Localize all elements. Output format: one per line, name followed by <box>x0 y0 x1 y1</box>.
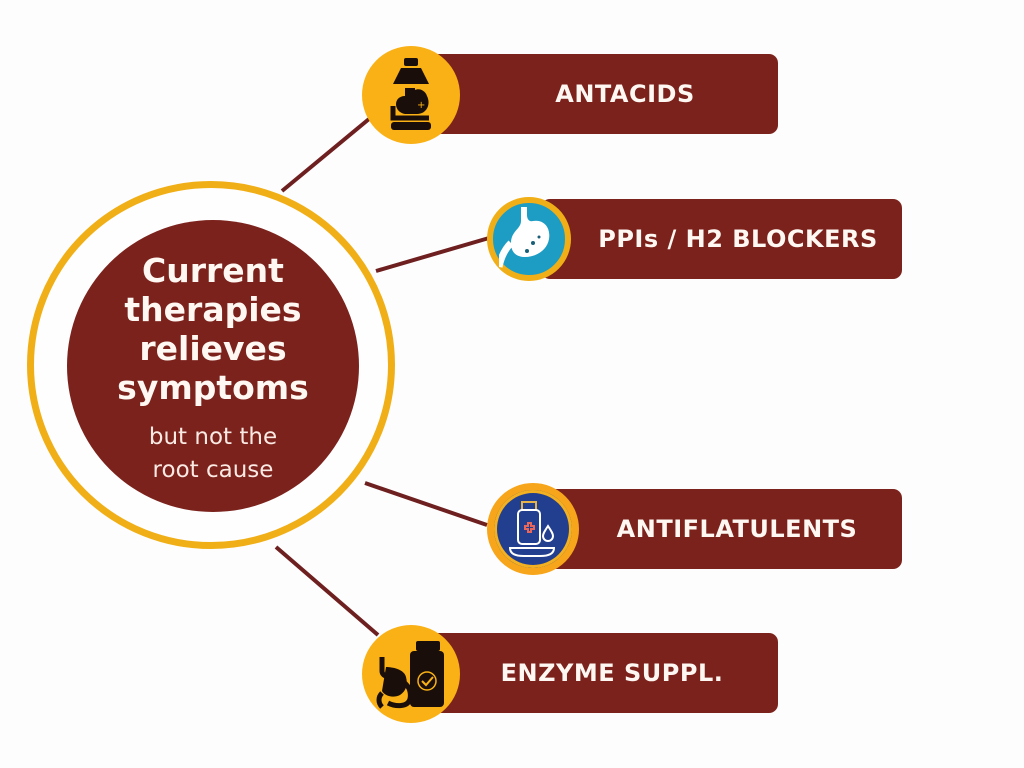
therapy-bar <box>541 199 902 279</box>
syrup-bottle-spoon-icon <box>487 483 579 575</box>
medicine-bottle-stomach-icon: + <box>362 46 460 144</box>
connector-ppis <box>375 236 490 273</box>
stomach-icon <box>487 197 571 281</box>
stomach-supplement-jar-icon <box>362 625 460 723</box>
therapy-node-antiflatulents: ANTIFLATULENTS <box>487 483 902 575</box>
therapy-node-antacids: ANTACIDS + <box>362 46 778 144</box>
hub-subtitle-line: root cause <box>152 457 274 483</box>
therapy-bar <box>547 489 902 569</box>
therapy-bar <box>422 633 778 713</box>
hub-title: Current therapies relieves symptoms <box>117 251 309 407</box>
therapy-label: ENZYME SUPPL. <box>500 659 724 687</box>
hub-circle: Current therapies relieves symptoms but … <box>67 220 359 512</box>
hub-title-line: relieves <box>139 329 287 368</box>
therapy-label: ANTIFLATULENTS <box>616 515 858 543</box>
connector-antacids <box>280 117 371 193</box>
hub-title-line: therapies <box>124 290 302 329</box>
svg-text:+: + <box>417 100 425 111</box>
hub-title-line: symptoms <box>117 368 309 407</box>
connector-antiflatulents <box>364 481 488 527</box>
connector-enzyme <box>274 545 380 637</box>
hub-subtitle: but not the root cause <box>149 421 277 487</box>
therapy-label: PPIs / H2 BLOCKERS <box>598 225 878 253</box>
therapy-bar <box>422 54 778 134</box>
therapy-label: ANTACIDS <box>555 80 695 108</box>
therapy-node-enzyme: ENZYME SUPPL. <box>362 625 778 723</box>
hub-subtitle-line: but not the <box>148 424 278 450</box>
hub-title-line: Current <box>142 251 284 290</box>
therapy-node-ppis: PPIs / H2 BLOCKERS <box>487 197 902 281</box>
